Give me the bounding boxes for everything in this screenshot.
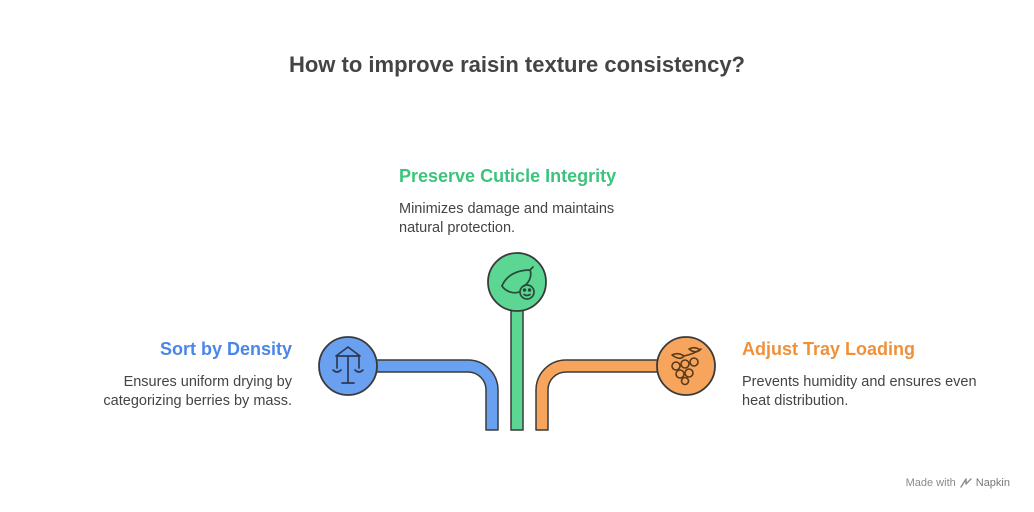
carousel-scale-icon <box>332 346 364 384</box>
diagram-title: How to improve raisin texture consistenc… <box>288 52 745 77</box>
branch-left-pipe <box>371 359 499 431</box>
heading-preserve-cuticle-integrity: Preserve Cuticle Integrity <box>399 166 617 186</box>
heading-adjust-tray-loading: Adjust Tray Loading <box>742 339 916 359</box>
branch-middle-pipe <box>510 304 524 431</box>
heading-sort-by-density: Sort by Density <box>159 339 292 359</box>
description-preserve-cuticle-integrity: Minimizes damage and maintains natural p… <box>399 201 615 236</box>
napkin-logo-icon <box>960 477 972 488</box>
node-preserve-cuticle-integrity <box>487 252 547 312</box>
node-sort-by-density <box>318 336 378 396</box>
branch-right-pipe <box>535 359 663 431</box>
description-sort-by-density: Ensures uniform drying by categorizing b… <box>103 374 292 409</box>
berry-cluster-icon <box>671 346 702 386</box>
made-with-label: Made with <box>905 477 956 489</box>
napkin-watermark: Made with Napkin <box>906 477 1010 489</box>
node-adjust-tray-loading <box>656 336 716 396</box>
description-adjust-tray-loading: Prevents humidity and ensures even heat … <box>742 374 977 409</box>
grape-skin-icon <box>501 266 535 300</box>
napkin-brand-label: Napkin <box>975 477 1010 489</box>
